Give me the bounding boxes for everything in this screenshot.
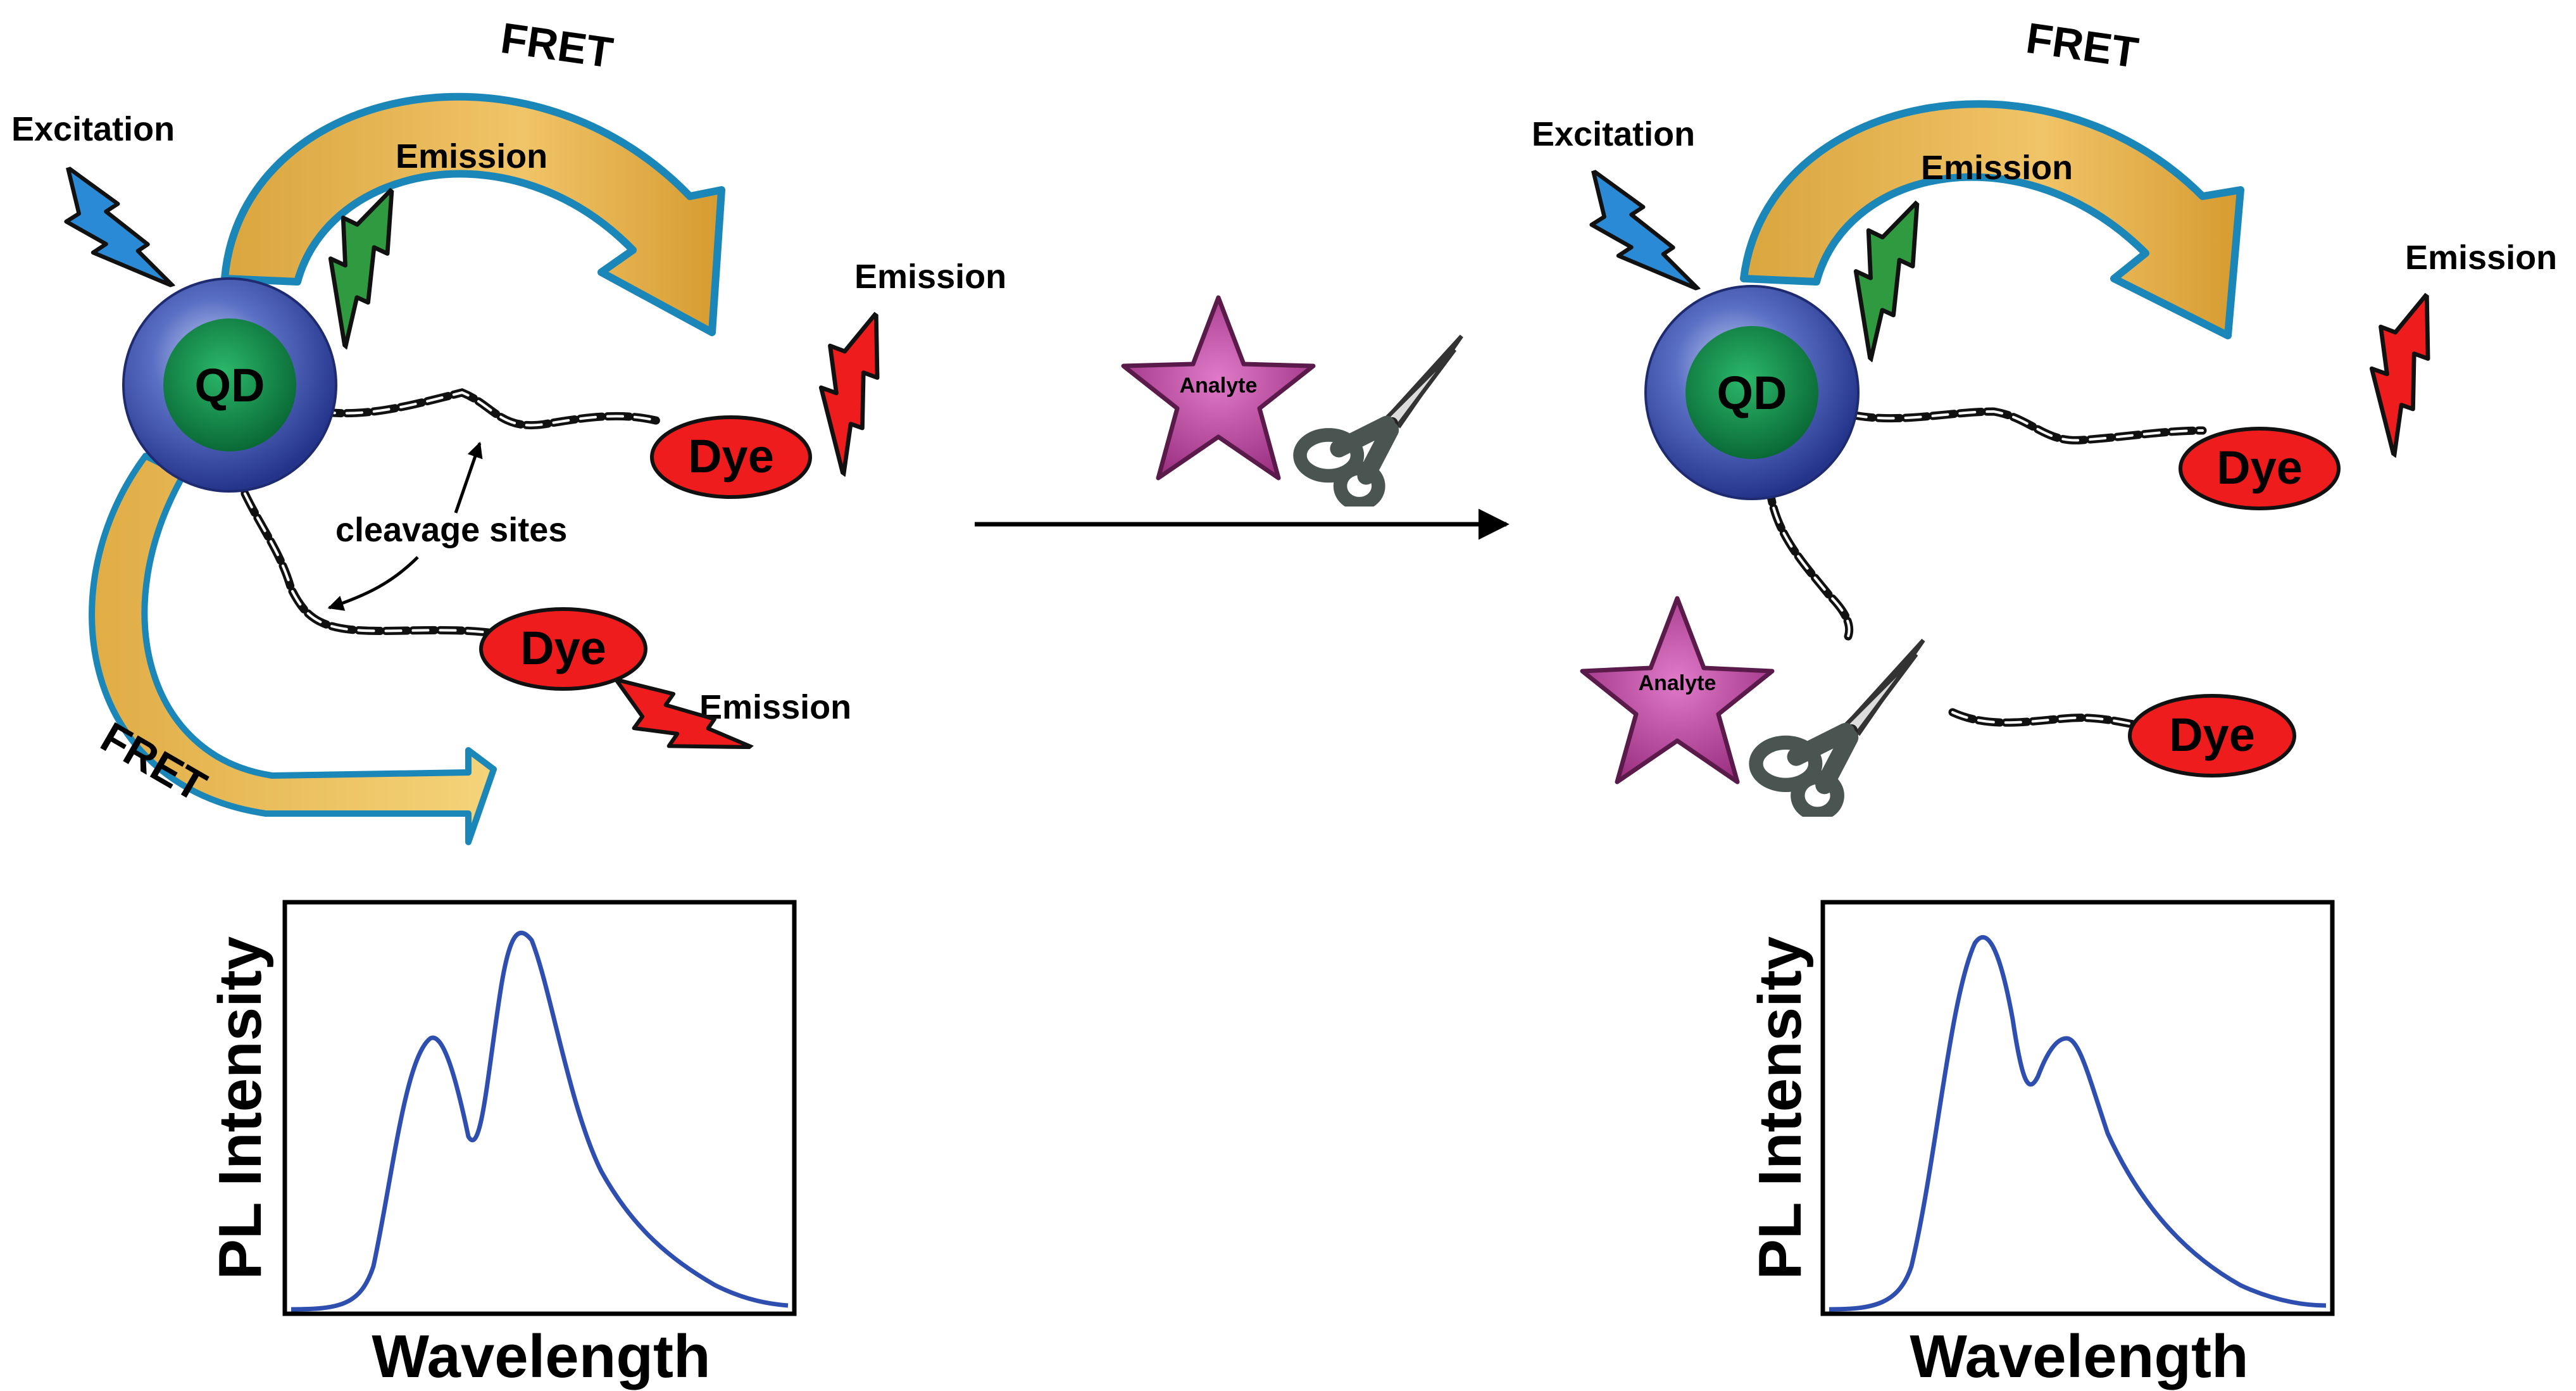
emission-label-right-1: Emission: [1921, 149, 2073, 187]
svg-text:Analyte: Analyte: [1180, 374, 1258, 398]
fret-arrow-bottom-left: [89, 453, 497, 845]
right-scene: FRET Excitation Emission Emission Dye Dy…: [1532, 14, 2557, 814]
quantum-dot-left: QD: [122, 277, 337, 493]
svg-text:Dye: Dye: [688, 430, 774, 482]
dye-released-right: Dye: [2128, 694, 2296, 777]
excitation-label-left: Excitation: [11, 110, 175, 148]
svg-text:Dye: Dye: [2216, 441, 2303, 494]
emission-label-left-1: Emission: [396, 137, 547, 175]
fret-label-top-right: FRET: [2023, 14, 2141, 77]
pl-spectrum-left: Wavelength PL Intensity: [206, 900, 797, 1390]
scissors-icon: [1756, 640, 1923, 814]
fret-arrow-top-left: [221, 92, 725, 336]
excitation-label-right: Excitation: [1532, 115, 1695, 153]
scissors-icon: [1300, 336, 1461, 504]
dye-upper-left: Dye: [650, 415, 812, 499]
plot-frame: [282, 900, 797, 1316]
lightning-bolt-icon: [51, 148, 173, 312]
center-reaction: Analyte: [975, 295, 1510, 540]
pl-curve: [291, 930, 789, 1312]
plot-frame: [1820, 900, 2335, 1316]
peptide-chain-lower-left: [230, 464, 498, 638]
lightning-bolt-icon: [2324, 283, 2481, 456]
svg-text:QD: QD: [1717, 367, 1787, 419]
emission-label-right-2: Emission: [2405, 239, 2557, 277]
emission-label-left-3: Emission: [699, 688, 851, 726]
peptide-chain-cleaved-stub: [1765, 477, 1854, 641]
dye-attached-right: Dye: [2179, 427, 2341, 510]
peptide-chain-intact-right: [1847, 407, 2207, 444]
svg-text:QD: QD: [195, 359, 265, 412]
quantum-dot-right: QD: [1644, 285, 1860, 500]
svg-text:Dye: Dye: [520, 622, 606, 674]
y-axis-label: PL Intensity: [206, 936, 274, 1280]
x-axis-label: Wavelength: [1910, 1323, 2248, 1390]
y-axis-label: PL Intensity: [1746, 936, 1814, 1280]
analyte-star-right: Analyte: [1580, 596, 1775, 784]
lightning-bolt-icon: [1576, 151, 1699, 315]
dye-lower-left: Dye: [479, 607, 647, 691]
left-scene: FRET FRET Excitation Emission Emission E…: [11, 14, 1006, 845]
x-axis-label: Wavelength: [372, 1323, 710, 1390]
pl-curve: [1829, 935, 2327, 1312]
fret-arrow-top-right: [1740, 100, 2244, 339]
fret-label-top-left: FRET: [498, 14, 616, 77]
pl-spectrum-right: Wavelength PL Intensity: [1746, 900, 2335, 1390]
svg-text:Analyte: Analyte: [1639, 671, 1716, 695]
svg-text:Dye: Dye: [2169, 708, 2255, 761]
cleavage-sites-label: cleavage sites: [335, 511, 567, 549]
emission-label-left-2: Emission: [854, 258, 1006, 296]
analyte-star-center: Analyte: [1121, 295, 1316, 481]
